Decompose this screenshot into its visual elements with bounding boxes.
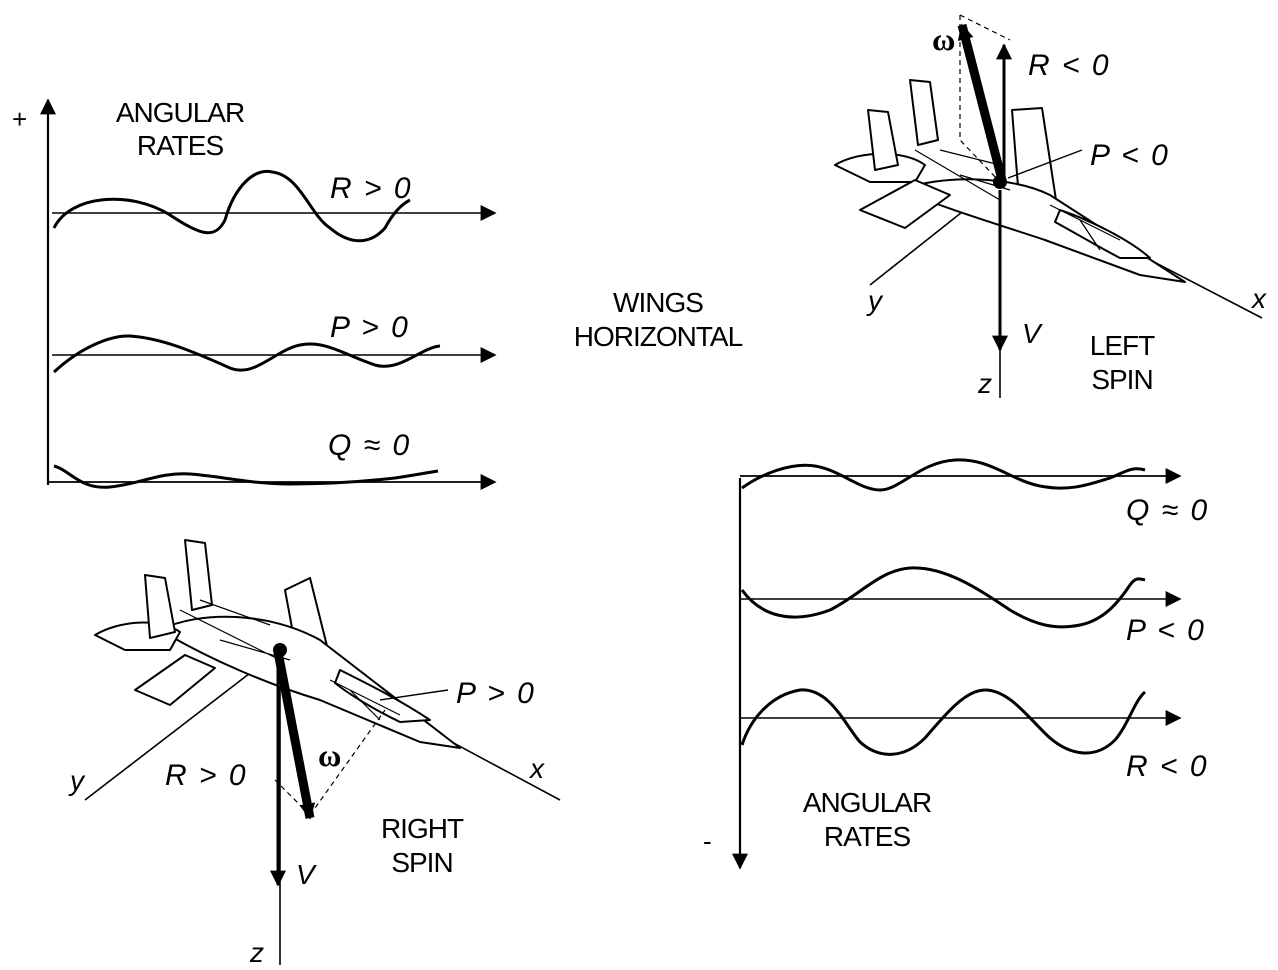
top-left-rates-plot: + ANGULAR RATES R > 0 P > 0 Q ≈ 0 <box>12 97 497 490</box>
y-body-axis <box>84 649 281 801</box>
minus-sign: - <box>703 826 712 856</box>
aircraft-left-spin-details <box>914 149 1121 251</box>
omega-projection-dashed <box>274 709 386 816</box>
x-axis-label: x <box>528 753 545 784</box>
spin-title-line2: SPIN <box>391 847 452 878</box>
q-label: Q ≈ 0 <box>328 429 411 462</box>
q-trace <box>53 464 439 489</box>
spin-title-line2: SPIN <box>1091 364 1152 395</box>
omega-label: ω <box>932 21 955 57</box>
r-label: R < 0 <box>1126 750 1209 783</box>
omega-vector <box>273 651 316 820</box>
x-axis-label: x <box>1250 283 1267 314</box>
y-axis-label: y <box>866 285 884 316</box>
aircraft-right-spin <box>94 539 461 749</box>
plot-title-line2: RATES <box>824 821 911 852</box>
p-leader <box>1007 149 1083 179</box>
omega-vector <box>957 23 1007 182</box>
center-label-line2: HORIZONTAL <box>574 321 743 352</box>
center-label-line1: WINGS <box>613 287 703 318</box>
bottom-right-rates-plot: - ANGULAR RATES Q ≈ 0 P < 0 R < 0 <box>703 458 1209 870</box>
cg-point <box>273 643 287 657</box>
aircraft-right-spin-details <box>179 599 401 721</box>
spin-title-line1: LEFT <box>1090 330 1155 361</box>
z-axis-label: z <box>249 937 264 968</box>
p-trace <box>740 566 1146 629</box>
r-trace <box>740 688 1147 756</box>
p-leader <box>379 689 449 701</box>
p-label: P > 0 <box>456 677 536 710</box>
plot-title-line1: ANGULAR <box>803 787 931 818</box>
r-label: R < 0 <box>1028 49 1111 82</box>
cg-point <box>993 175 1007 189</box>
plus-sign: + <box>12 104 27 134</box>
q-trace <box>741 458 1146 492</box>
r-trace <box>52 169 411 243</box>
spin-title-line1: RIGHT <box>381 813 464 844</box>
wings-horizontal-label: WINGS HORIZONTAL <box>574 287 744 352</box>
omega-label: ω <box>318 737 341 773</box>
z-axis-label: z <box>977 368 992 399</box>
p-label: P < 0 <box>1090 139 1170 172</box>
right-spin-diagram: ω R > 0 P > 0 y x V z RIGHT SPIN <box>68 539 561 968</box>
y-axis-label: y <box>68 765 86 796</box>
p-label: P < 0 <box>1126 614 1206 647</box>
plot-title-line2: RATES <box>137 130 224 161</box>
left-spin-diagram: ω R < 0 P < 0 y x V z LEFT SPIN <box>834 14 1267 399</box>
aircraft-left-spin <box>834 79 1186 283</box>
p-trace <box>52 334 441 374</box>
r-label: R > 0 <box>165 759 248 792</box>
r-label: R > 0 <box>330 172 413 205</box>
q-label: Q ≈ 0 <box>1126 494 1209 527</box>
v-label: V <box>296 859 317 890</box>
plot-title-line1: ANGULAR <box>116 97 244 128</box>
omega-projection-dashed <box>959 14 1011 183</box>
p-label: P > 0 <box>330 311 410 344</box>
v-label: V <box>1022 318 1043 349</box>
